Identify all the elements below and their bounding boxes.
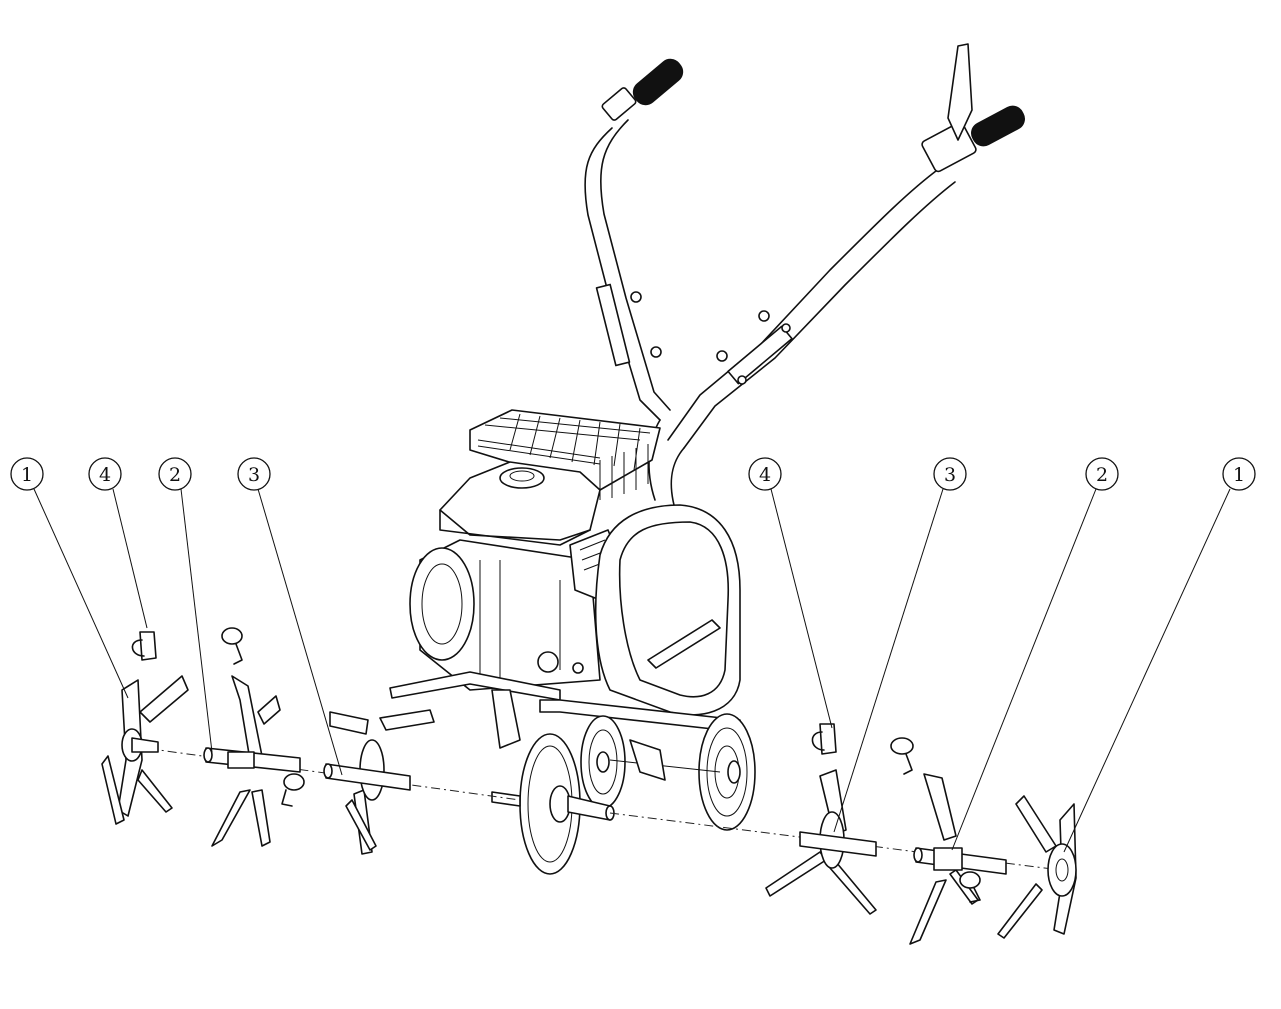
engine-cooling-fins (477, 413, 651, 500)
lynch-pin-left-lower (281, 773, 305, 807)
callout-number: 3 (944, 464, 956, 486)
callout-circle (158, 457, 192, 491)
callout-3-right: 3 (933, 457, 967, 491)
callout-circle (10, 457, 44, 491)
leader-lines (33, 488, 1231, 853)
clip-pin-right (811, 723, 837, 755)
left-handle-grip (601, 58, 684, 121)
tine-outer-right (997, 795, 1077, 939)
callout-circle (933, 457, 967, 491)
tine-middle-left (323, 709, 435, 855)
callout-circle (1222, 457, 1256, 491)
frame-plate (389, 671, 741, 749)
tine-outer-left (101, 675, 189, 825)
callout-3-left: 3 (237, 457, 271, 491)
transport-wheel-left (580, 715, 626, 809)
lynch-pin-right-lower (959, 871, 981, 903)
transport-wheel-right (609, 713, 756, 831)
callout-1-right: 1 (1222, 457, 1256, 491)
tine-inner-left (203, 675, 301, 847)
callout-4-right: 4 (748, 457, 782, 491)
callout-circle (1085, 457, 1119, 491)
callout-2-right: 2 (1085, 457, 1119, 491)
clip-pin-left (131, 631, 157, 661)
callout-number: 1 (21, 464, 33, 486)
callout-number: 2 (1096, 464, 1108, 486)
lynch-pin-left-upper (221, 627, 243, 665)
right-handle-grip (921, 43, 1025, 173)
callout-4-left: 4 (88, 457, 122, 491)
wheel-bracket (629, 739, 666, 781)
callout-circle (237, 457, 271, 491)
transmission-housing (572, 504, 741, 716)
tine-middle-right (765, 769, 877, 915)
callout-1-left: 1 (10, 457, 44, 491)
lynch-pin-right-upper (890, 737, 914, 775)
tine-inner-right (909, 773, 1007, 945)
callout-number: 1 (1233, 464, 1245, 486)
tine-shaft-hub (491, 733, 615, 875)
callout-number: 3 (248, 464, 260, 486)
handlebar-assembly (584, 43, 1025, 506)
callout-number: 4 (759, 464, 771, 486)
engine (409, 409, 661, 691)
callout-2-left: 2 (158, 457, 192, 491)
callout-number: 2 (169, 464, 181, 486)
callout-circle (748, 457, 782, 491)
callout-number: 4 (99, 464, 111, 486)
callout-circle (88, 457, 122, 491)
